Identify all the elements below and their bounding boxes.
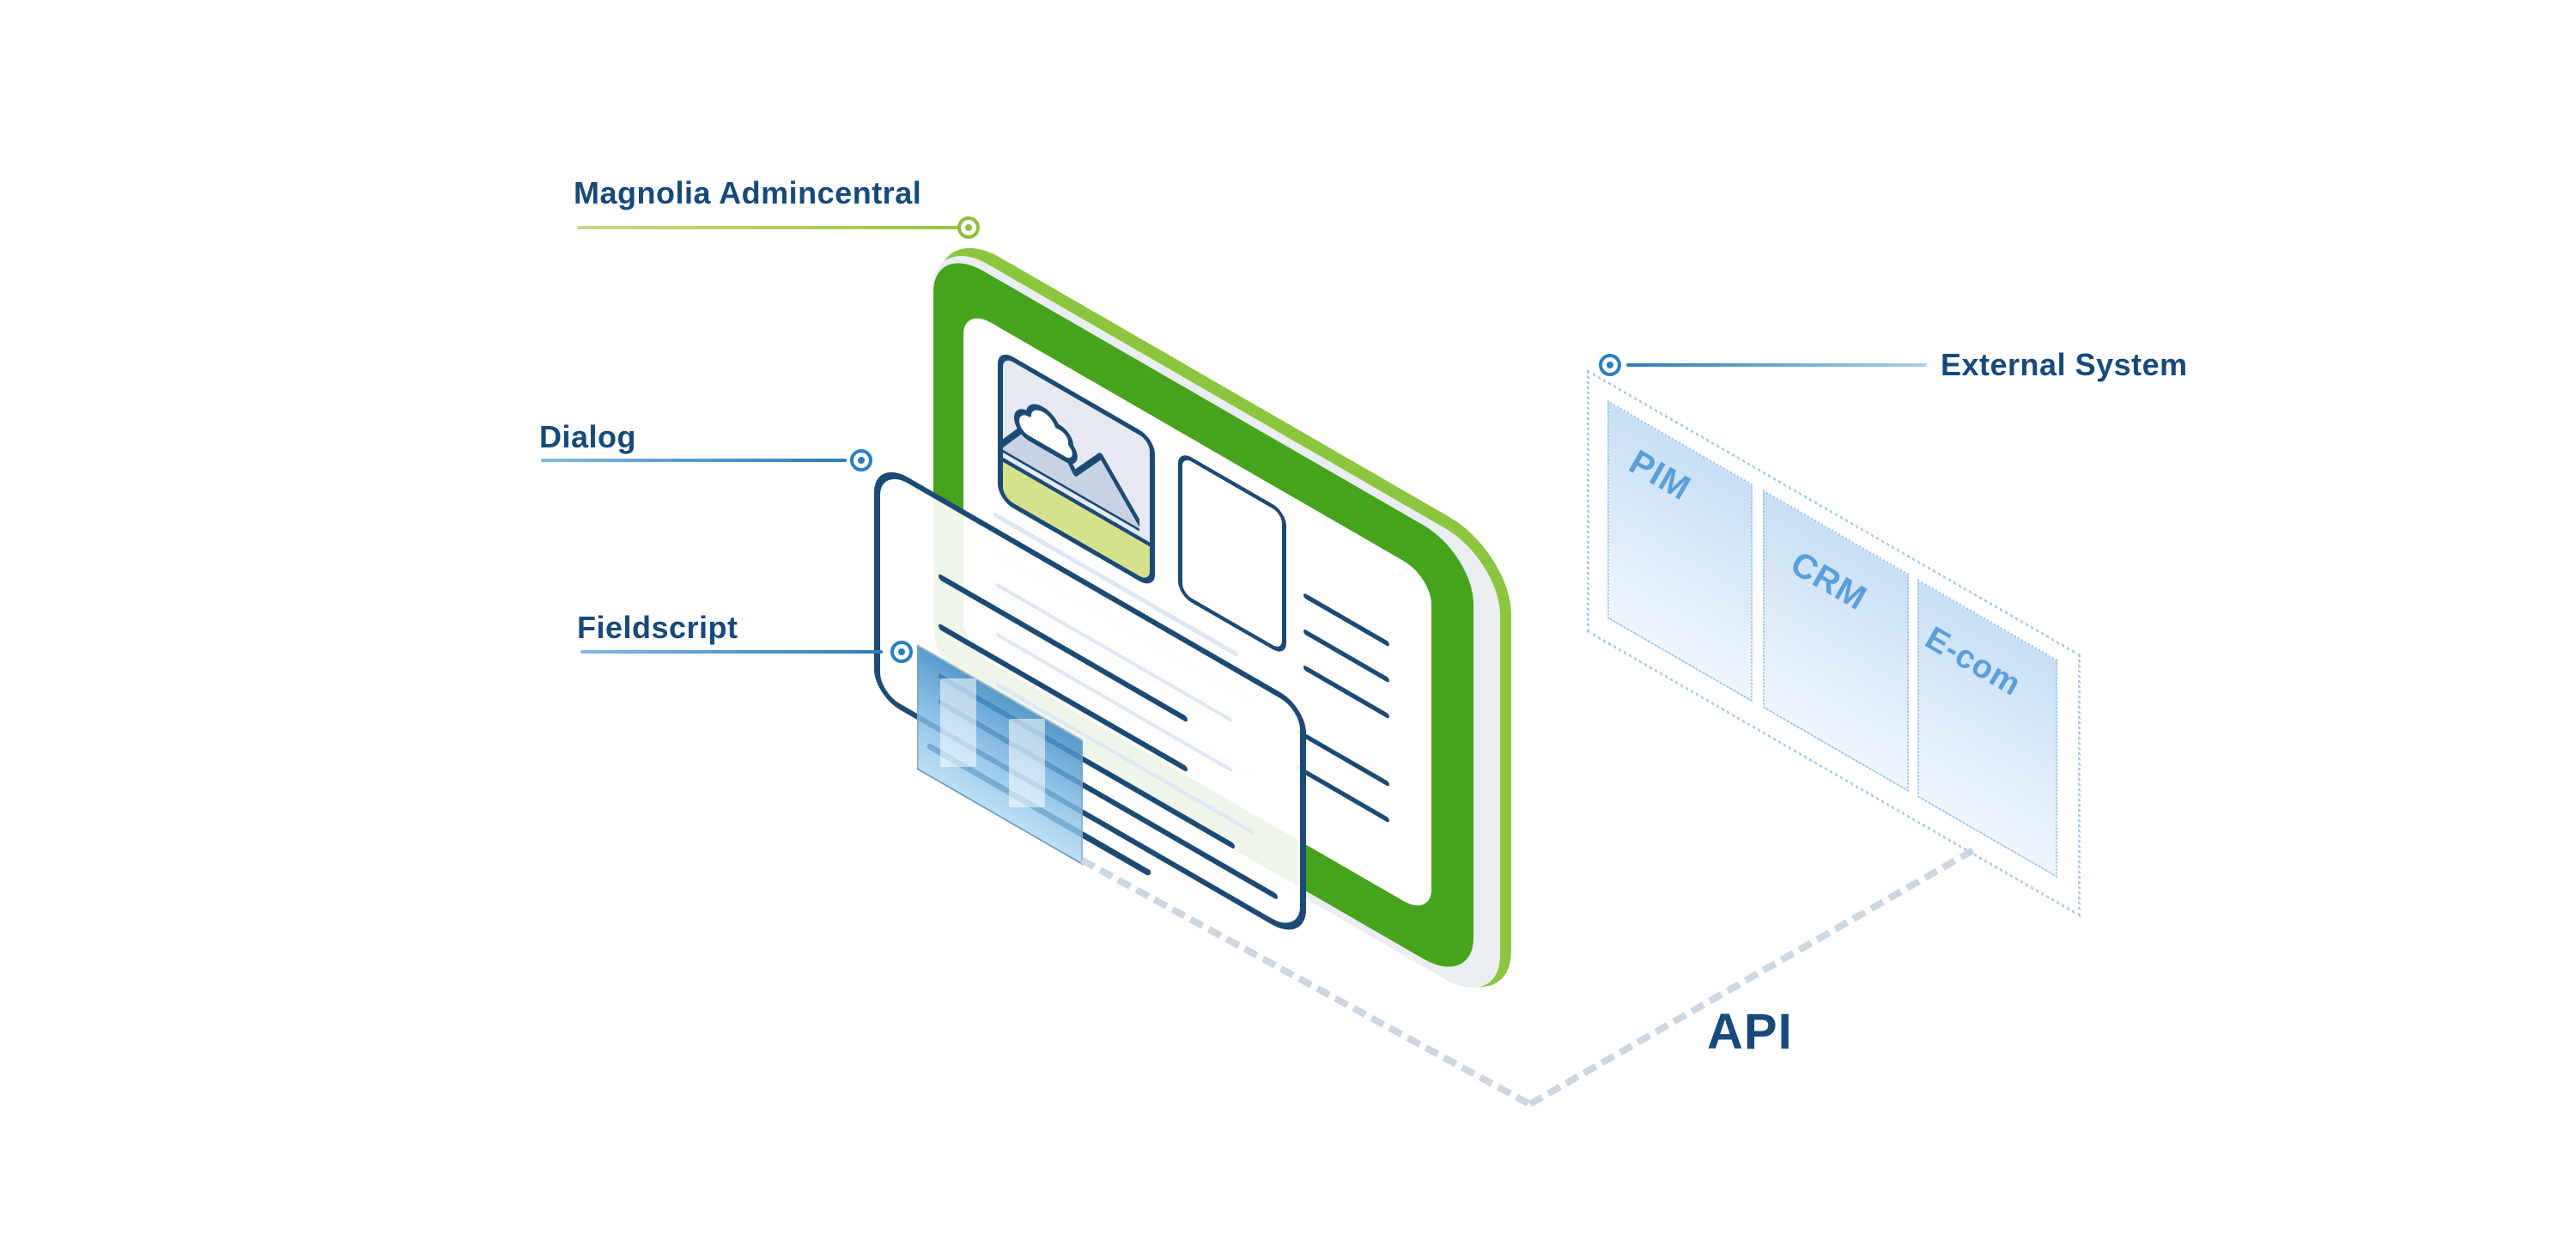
dialog-label: Dialog [539, 419, 637, 454]
cloud-icon [1014, 404, 1078, 464]
target-marker-blue-icon [850, 449, 872, 471]
admincentral-label: Magnolia Admincentral [574, 175, 922, 210]
mountains-icon [1003, 404, 1139, 532]
fieldscript-field [1009, 719, 1045, 807]
target-marker-blue-icon [890, 641, 913, 663]
fieldscript-leader-line [580, 650, 883, 654]
api-label: API [1707, 1004, 1793, 1060]
external-system-label: External System [1941, 347, 2188, 382]
fieldscript-field [940, 678, 976, 767]
image-placeholder-card [998, 348, 1155, 590]
target-marker-green-icon [957, 216, 980, 239]
admincentral-leader-line [577, 226, 958, 229]
target-marker-blue-icon [1599, 354, 1621, 376]
admincentral-tablet [933, 219, 1511, 1018]
api-connector-line [1528, 847, 1975, 1107]
external-system-leader-line [1626, 363, 1927, 367]
dialog-leader-line [541, 459, 847, 462]
fieldscript-label: Fieldscript [577, 610, 738, 645]
